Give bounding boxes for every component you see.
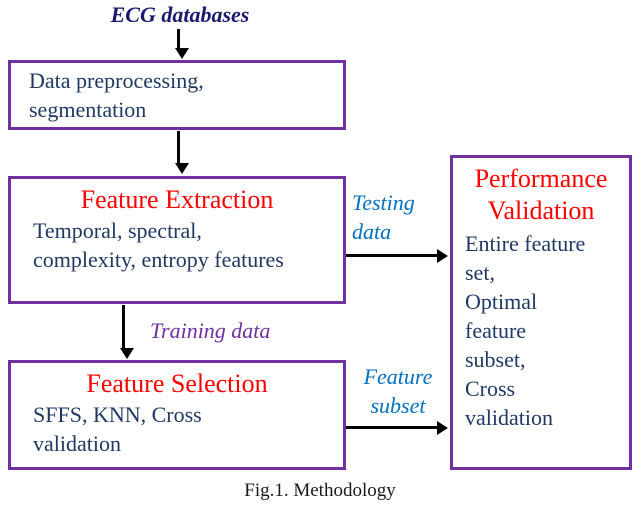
arrow-extraction-to-validation — [346, 248, 448, 263]
box-heading: Performance Validation — [453, 163, 629, 227]
text-line: subset — [370, 393, 426, 418]
box-heading: Feature Selection — [86, 369, 268, 398]
text-line: feature — [465, 318, 527, 343]
arrow-extraction-to-selection — [119, 305, 134, 359]
arrow-preprocessing-to-extraction — [174, 131, 189, 174]
arrow-selection-to-validation — [346, 420, 448, 435]
text-line: Entire feature — [465, 231, 586, 256]
performance-validation-box: Performance Validation Entire feature se… — [450, 155, 632, 470]
text-line: SFFS, KNN, Cross — [33, 402, 202, 427]
text-line: validation — [465, 405, 553, 430]
text-line: segmentation — [29, 97, 147, 122]
diagram-title: ECG databases — [110, 2, 250, 27]
box-heading: Feature Extraction — [80, 185, 274, 214]
text-line: Performance — [474, 164, 608, 193]
text-line: Optimal — [465, 289, 538, 314]
text-line: validation — [33, 431, 121, 456]
text-line: Validation — [487, 196, 595, 225]
text-line: complexity, entropy features — [33, 247, 284, 272]
text-line: subset, — [465, 347, 526, 372]
text-line: data — [352, 219, 392, 244]
feature-extraction-box: Feature Extraction Temporal, spectral, c… — [8, 176, 346, 304]
feature-selection-box: Feature Selection SFFS, KNN, Cross valid… — [8, 360, 346, 470]
text-line: set, — [465, 260, 495, 285]
text-line: Cross — [465, 376, 516, 401]
figure-caption: Fig.1. Methodology — [244, 480, 396, 501]
arrow-databases-to-preprocessing — [174, 29, 189, 59]
text-line: Feature — [363, 364, 433, 389]
preprocessing-box: Data preprocessing, segmentation — [8, 60, 346, 130]
text-line: Data preprocessing, — [29, 68, 204, 93]
text-line: Testing — [352, 190, 415, 215]
edge-label-testing-data: Testing data — [352, 188, 415, 246]
edge-label-training-data: Training data — [150, 318, 271, 343]
edge-label-feature-subset: Feature subset — [356, 362, 440, 420]
text-line: Temporal, spectral, — [33, 218, 202, 243]
